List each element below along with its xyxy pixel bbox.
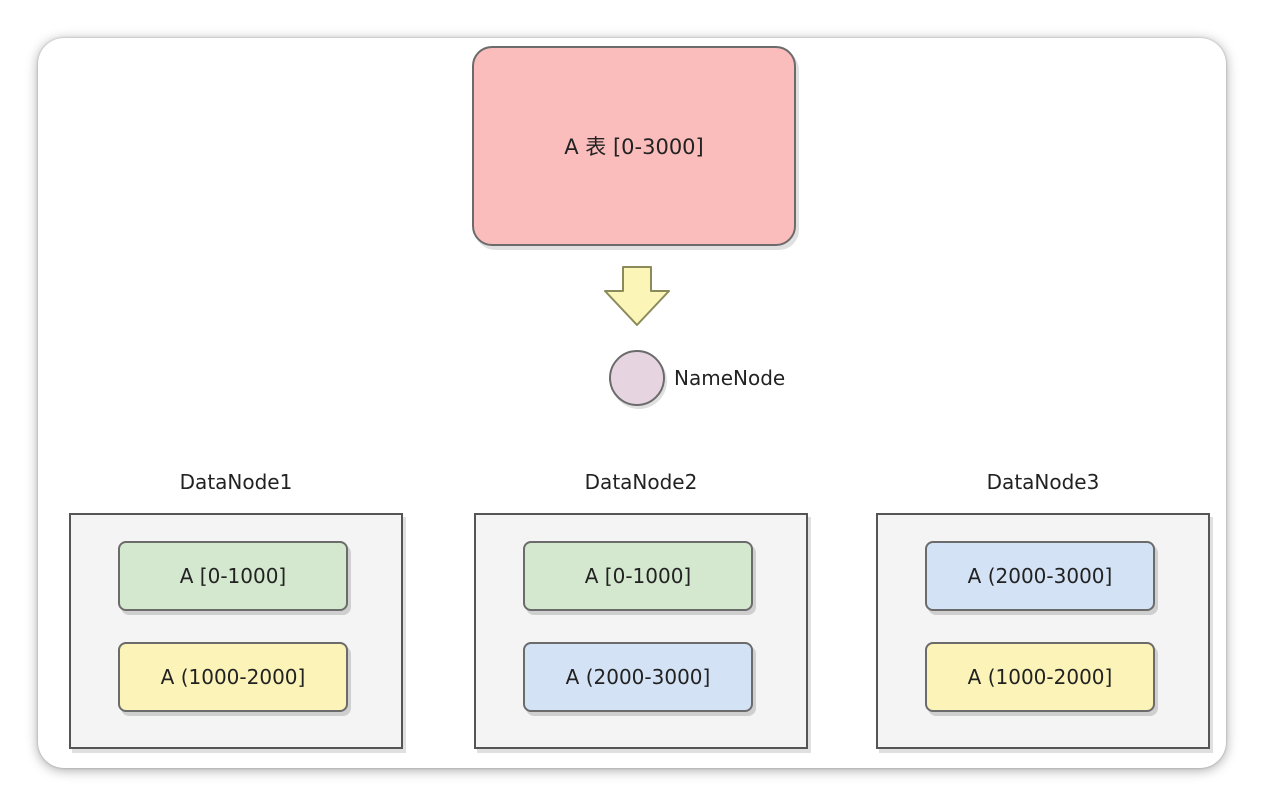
block-label: A (2000-3000] (967, 564, 1113, 588)
name-node-label: NameNode (674, 366, 786, 390)
data-node-1-box: A [0-1000] A (1000-2000] (69, 513, 403, 749)
block-label: A (2000-3000] (565, 665, 711, 689)
data-node-1-block-1: A [0-1000] (118, 541, 348, 611)
data-node-2-box: A [0-1000] A (2000-3000] (474, 513, 808, 749)
block-label: A [0-1000] (584, 564, 692, 588)
block-label: A [0-1000] (179, 564, 287, 588)
data-node-3-block-2: A (1000-2000] (925, 642, 1155, 712)
name-node-circle (609, 350, 665, 406)
diagram-canvas: A 表 [0-3000] NameNode DataNode1 A [0-100… (38, 38, 1226, 768)
data-node-2-label: DataNode2 (584, 470, 698, 494)
block-label: A (1000-2000] (967, 665, 1113, 689)
table-a-box: A 表 [0-3000] (472, 46, 796, 246)
table-a-label: A 表 [0-3000] (564, 135, 704, 159)
data-node-3-block-1: A (2000-3000] (925, 541, 1155, 611)
data-node-2-block-2: A (2000-3000] (523, 642, 753, 712)
data-node-1-block-2: A (1000-2000] (118, 642, 348, 712)
block-label: A (1000-2000] (160, 665, 306, 689)
data-node-2-block-1: A [0-1000] (523, 541, 753, 611)
data-node-1-label: DataNode1 (179, 470, 293, 494)
down-arrow-icon (604, 266, 670, 326)
data-node-3-label: DataNode3 (986, 470, 1100, 494)
data-node-3-box: A (2000-3000] A (1000-2000] (876, 513, 1210, 749)
